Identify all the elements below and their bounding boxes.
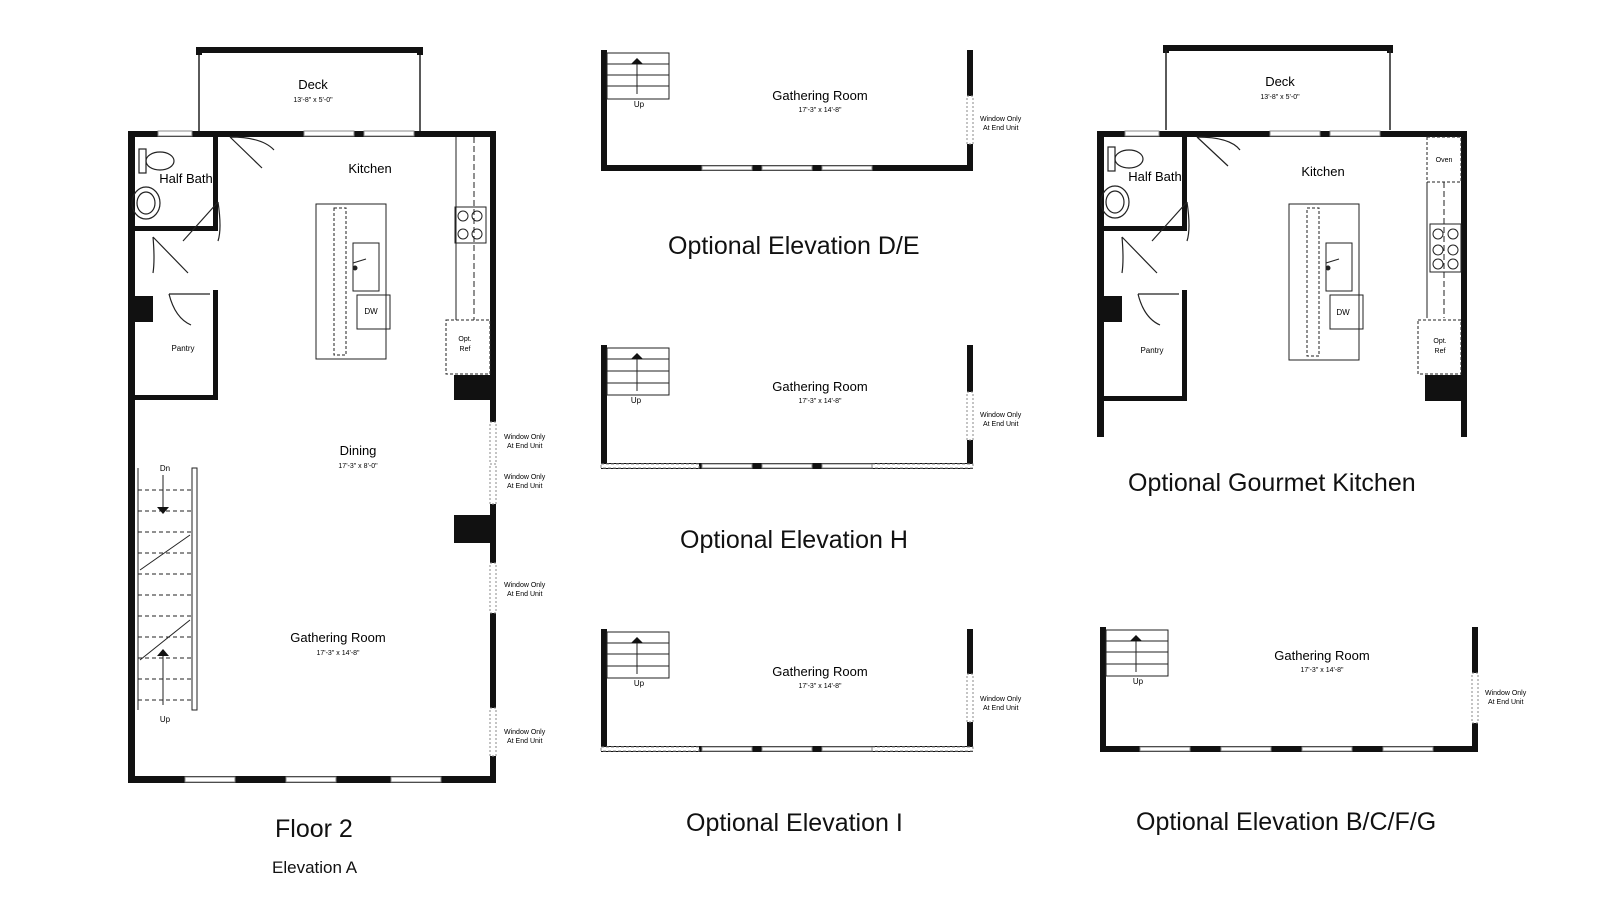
svg-text:Window Only: Window Only: [504, 729, 546, 736]
room-label: Gathering Room: [772, 664, 867, 679]
elevation-de-caption: Optional Elevation D/E: [668, 232, 920, 260]
deck: [1163, 45, 1393, 130]
stair-up-label: Up: [634, 100, 645, 109]
gathering-room-dims: 17'-3" x 14'-8": [316, 650, 360, 657]
deck-dims: 13'-8" x 5'-0": [1260, 94, 1300, 101]
gourmet-kitchen-caption: Optional Gourmet Kitchen: [1128, 469, 1416, 497]
floor-2-caption: Floor 2: [275, 815, 353, 843]
toilet-icon: [138, 148, 175, 174]
window-note-2: At End Unit: [983, 705, 1018, 712]
pantry-label: Pantry: [171, 344, 194, 353]
window-note-2: At End Unit: [983, 125, 1018, 132]
deck-label: Deck: [298, 77, 328, 92]
exterior-walls: [128, 131, 496, 783]
svg-text:At End Unit: At End Unit: [507, 591, 542, 598]
stair-up-label: Up: [1133, 677, 1144, 686]
kitchen-label: Kitchen: [1301, 164, 1344, 179]
svg-text:At End Unit: At End Unit: [507, 738, 542, 745]
svg-text:Window Only: Window Only: [504, 582, 546, 589]
window-note-1: Window Only: [1485, 690, 1527, 697]
window-note-2: At End Unit: [983, 421, 1018, 428]
dining-label: Dining: [340, 443, 377, 458]
pantry-label: Pantry: [1140, 346, 1163, 355]
room-label: Gathering Room: [1274, 648, 1369, 663]
kitchen-island: [315, 203, 391, 360]
dining-dims: 17'-3" x 8'-0": [338, 463, 378, 470]
stair-up-label: Up: [160, 715, 171, 724]
elevation-bcfg-caption: Optional Elevation B/C/F/G: [1136, 808, 1437, 836]
kitchen-island: [1288, 203, 1364, 361]
gourmet-kitchen-plan: Deck 13'-8" x 5'-0": [1097, 45, 1467, 437]
windows: [157, 130, 497, 783]
oven-label: Oven: [1436, 157, 1453, 164]
stair-up-label: Up: [634, 679, 645, 688]
kitchen-counter: [445, 137, 491, 375]
room-label: Gathering Room: [772, 88, 867, 103]
opt-ref-label-2: Ref: [460, 346, 471, 353]
window-note-1: Window Only: [980, 116, 1022, 123]
half-bath-label: Half Bath: [159, 171, 212, 186]
kitchen-label: Kitchen: [348, 161, 391, 176]
stairs: [137, 467, 198, 711]
opt-ref-label-2: Ref: [1435, 348, 1446, 355]
main-floor-plan: Deck 13'-8" x 5'-0": [128, 47, 546, 783]
stair-up-arrow-icon: [631, 637, 643, 643]
svg-text:At End Unit: At End Unit: [507, 443, 542, 450]
sink-icon: [131, 186, 161, 220]
svg-text:At End Unit: At End Unit: [507, 483, 542, 490]
stair-up-arrow-icon: [631, 353, 643, 359]
window-note-2: At End Unit: [1488, 699, 1523, 706]
elevation-bcfg-plan: Up Gathering Room 17'-3" x 14'-8" Window…: [1100, 627, 1527, 752]
window-notes: Window Only At End Unit Window Only At E…: [504, 434, 546, 745]
svg-text:Window Only: Window Only: [504, 474, 546, 481]
dishwasher-label: DW: [1336, 308, 1350, 317]
room-dims: 17'-3" x 14'-8": [798, 107, 842, 114]
elevation-a-caption: Elevation A: [272, 858, 358, 877]
elevation-h-caption: Optional Elevation H: [680, 526, 908, 554]
svg-text:Window Only: Window Only: [504, 434, 546, 441]
window-note-1: Window Only: [980, 412, 1022, 419]
room-dims: 17'-3" x 14'-8": [798, 683, 842, 690]
deck: [196, 47, 423, 133]
stair-dn-label: Dn: [160, 464, 170, 473]
dishwasher-label: DW: [364, 307, 378, 316]
sink-icon: [1100, 185, 1130, 219]
deck-label: Deck: [1265, 74, 1295, 89]
elevation-de-plan: Up Gathering Room 17'-3" x 14'-8" Window…: [601, 50, 1022, 171]
opt-ref-label-1: Opt.: [458, 336, 471, 343]
deck-dims: 13'-8" x 5'-0": [293, 97, 333, 104]
elevation-i-plan: Up Gathering Room 17'-3" x 14'-8" Window…: [600, 629, 1022, 752]
opt-ref-label-1: Opt.: [1433, 338, 1446, 345]
elevation-h-plan: Up Gathering Room 17'-3" x 14'-8" Window…: [600, 345, 1022, 469]
room-dims: 17'-3" x 14'-8": [1300, 667, 1344, 674]
stair-up-label: Up: [631, 396, 642, 405]
gathering-room-label: Gathering Room: [290, 630, 385, 645]
doors: [152, 136, 275, 326]
room-dims: 17'-3" x 14'-8": [798, 398, 842, 405]
stair-up-arrow-icon: [631, 58, 643, 64]
toilet-icon: [1107, 146, 1144, 172]
half-bath-label: Half Bath: [1128, 169, 1181, 184]
window-note-1: Window Only: [980, 696, 1022, 703]
elevation-i-caption: Optional Elevation I: [686, 809, 903, 837]
kitchen-counter: [1417, 136, 1462, 375]
stair-up-arrow-icon: [1130, 635, 1142, 641]
stair-run: [1105, 629, 1169, 677]
stair-down-arrow-icon: [157, 507, 169, 514]
stair-up-arrow-icon: [157, 649, 169, 656]
room-label: Gathering Room: [772, 379, 867, 394]
